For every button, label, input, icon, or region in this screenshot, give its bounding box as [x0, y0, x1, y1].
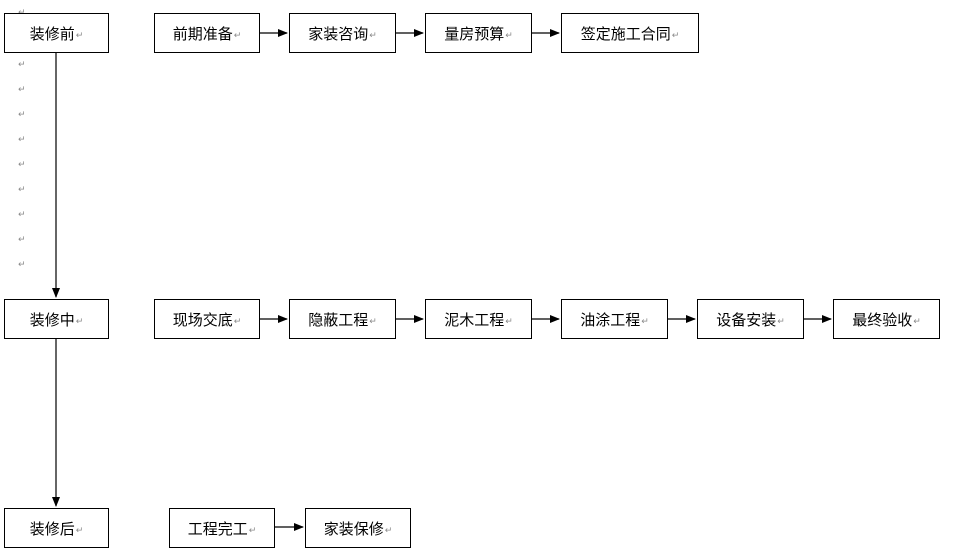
- step-label: 泥木工程: [444, 310, 505, 329]
- paragraph-mark: ↵: [369, 31, 377, 41]
- paragraph-mark: ↵: [248, 526, 257, 536]
- stage-label: 装修后: [29, 519, 75, 538]
- paragraph-mark: ↵: [671, 31, 680, 41]
- step-label: 设备安装: [716, 310, 777, 329]
- paragraph-mark: ↵: [18, 235, 26, 245]
- step-box: 签定施工合同↵: [561, 13, 699, 53]
- step-box: 量房预算↵: [425, 13, 532, 53]
- paragraph-mark: ↵: [505, 317, 513, 327]
- paragraph-mark: ↵: [233, 31, 242, 41]
- paragraph-mark: ↵: [18, 160, 26, 170]
- step-box: 泥木工程↵: [425, 299, 532, 339]
- paragraph-mark: ↵: [75, 317, 84, 327]
- step-label: 最终验收: [852, 310, 913, 329]
- step-label: 油涂工程: [580, 310, 641, 329]
- paragraph-mark: ↵: [777, 317, 785, 327]
- paragraph-mark: ↵: [75, 526, 84, 536]
- step-box: 油涂工程↵: [561, 299, 668, 339]
- paragraph-mark: ↵: [641, 317, 649, 327]
- paragraph-mark: ↵: [18, 210, 26, 220]
- paragraph-mark: ↵: [18, 135, 26, 145]
- step-label: 家装咨询: [308, 24, 369, 43]
- paragraph-mark: ↵: [233, 317, 242, 327]
- step-label: 前期准备: [172, 24, 233, 43]
- stage-label: 装修中: [29, 310, 75, 329]
- step-box: 家装保修↵: [305, 508, 411, 548]
- step-box: 现场交底↵: [154, 299, 260, 339]
- paragraph-mark: ↵: [75, 31, 84, 41]
- stage-box-after: 装修后↵: [4, 508, 109, 548]
- stage-box-before: 装修前↵: [4, 13, 109, 53]
- paragraph-mark: ↵: [18, 110, 26, 120]
- step-box: 隐蔽工程↵: [289, 299, 396, 339]
- step-box: 设备安装↵: [697, 299, 804, 339]
- paragraph-mark: ↵: [369, 317, 377, 327]
- step-box: 前期准备↵: [154, 13, 260, 53]
- paragraph-mark: ↵: [18, 260, 26, 270]
- step-label: 量房预算: [444, 24, 505, 43]
- paragraph-mark: ↵: [18, 85, 26, 95]
- paragraph-mark: ↵: [913, 317, 921, 327]
- step-label: 家装保修: [323, 519, 384, 538]
- step-box: 工程完工↵: [169, 508, 275, 548]
- paragraph-mark: ↵: [18, 185, 26, 195]
- step-box: 最终验收↵: [833, 299, 940, 339]
- stage-label: 装修前: [29, 24, 75, 43]
- paragraph-mark: ↵: [505, 31, 513, 41]
- stage-box-during: 装修中↵: [4, 299, 109, 339]
- step-label: 现场交底: [172, 310, 233, 329]
- step-label: 隐蔽工程: [308, 310, 369, 329]
- step-label: 工程完工: [187, 519, 248, 538]
- paragraph-mark: ↵: [18, 60, 26, 70]
- step-label: 签定施工合同: [580, 24, 671, 43]
- paragraph-mark: ↵: [384, 526, 393, 536]
- step-box: 家装咨询↵: [289, 13, 396, 53]
